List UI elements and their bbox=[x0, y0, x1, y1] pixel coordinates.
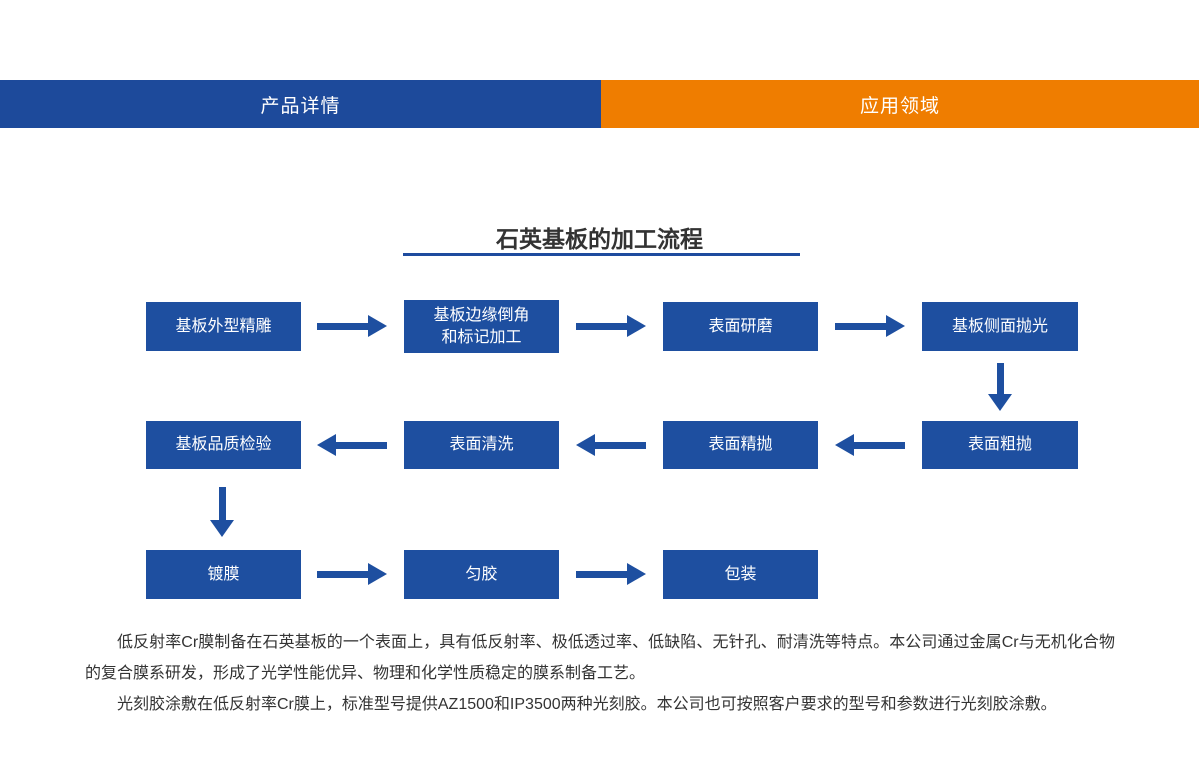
flow-step-substrate-shaping: 基板外型精雕 bbox=[146, 302, 301, 351]
arrow-right-icon bbox=[576, 315, 646, 337]
arrow-down-icon bbox=[210, 487, 234, 537]
description-paragraph-2: 光刻胶涂敷在低反射率Cr膜上，标准型号提供AZ1500和IP3500两种光刻胶。… bbox=[117, 696, 1057, 713]
arrow-left-icon bbox=[835, 434, 905, 456]
arrow-left-icon bbox=[576, 434, 646, 456]
tab-application-areas-label: 应用领域 bbox=[859, 95, 940, 117]
tab-application-areas[interactable]: 应用领域 bbox=[601, 80, 1199, 128]
arrow-right-icon bbox=[835, 315, 905, 337]
arrow-right-icon bbox=[576, 563, 646, 585]
title-underline bbox=[403, 253, 800, 256]
arrow-left-icon bbox=[317, 434, 387, 456]
flow-step-packaging: 包装 bbox=[663, 550, 818, 599]
arrow-right-icon bbox=[317, 563, 387, 585]
flow-step-surface-cleaning: 表面清洗 bbox=[404, 421, 559, 469]
flow-step-edge-chamfer-marking: 基板边缘倒角 和标记加工 bbox=[404, 300, 559, 353]
flow-step-surface-grinding: 表面研磨 bbox=[663, 302, 818, 351]
flow-title: 石英基板的加工流程 bbox=[496, 226, 703, 252]
arrow-right-icon bbox=[317, 315, 387, 337]
flow-step-coating: 镀膜 bbox=[146, 550, 301, 599]
product-description: 低反射率Cr膜制备在石英基板的一个表面上，具有低反射率、极低透过率、低缺陷、无针… bbox=[85, 627, 1115, 720]
tab-product-details[interactable]: 产品详情 bbox=[0, 80, 601, 128]
flow-step-side-polishing: 基板侧面抛光 bbox=[922, 302, 1078, 351]
description-paragraph-1: 低反射率Cr膜制备在石英基板的一个表面上，具有低反射率、极低透过率、低缺陷、无针… bbox=[85, 634, 1115, 682]
flow-step-resist-spin: 匀胶 bbox=[404, 550, 559, 599]
flow-step-fine-polishing: 表面精抛 bbox=[663, 421, 818, 469]
flow-step-rough-polishing: 表面粗抛 bbox=[922, 421, 1078, 469]
tab-band: 产品详情 应用领域 bbox=[0, 80, 1199, 128]
flow-step-quality-inspection: 基板品质检验 bbox=[146, 421, 301, 469]
arrow-down-icon bbox=[988, 363, 1012, 411]
tab-product-details-label: 产品详情 bbox=[260, 95, 341, 117]
